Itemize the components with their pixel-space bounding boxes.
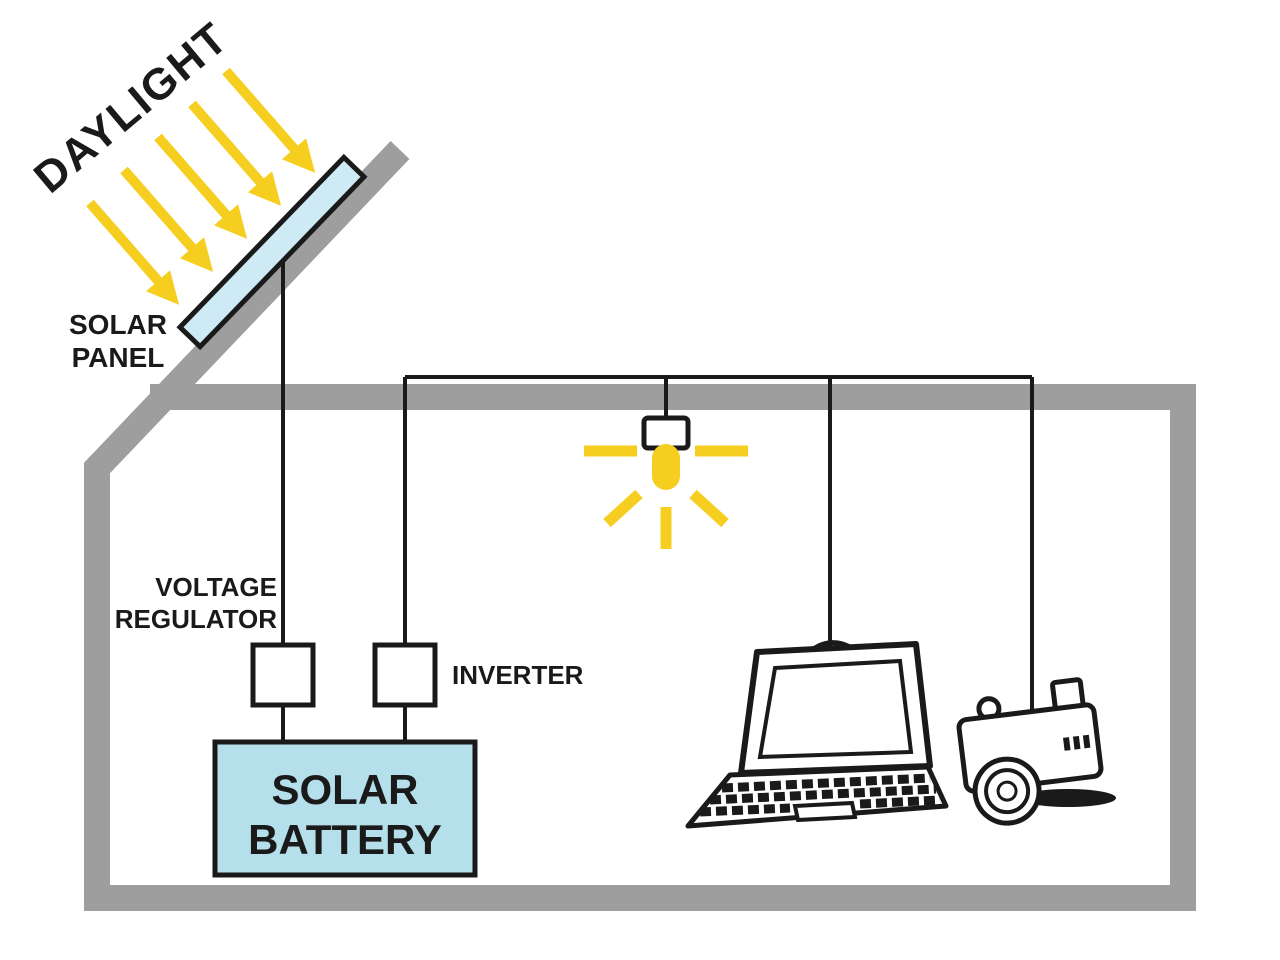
- svg-text:PANEL: PANEL: [72, 342, 165, 373]
- house-frame: [84, 141, 1196, 911]
- light-bulb: [584, 415, 748, 549]
- solar-panel-label: SOLAR PANEL: [69, 309, 167, 373]
- sun-arrow: [86, 199, 180, 305]
- bulb-socket: [641, 415, 691, 451]
- svg-text:SOLAR: SOLAR: [69, 309, 167, 340]
- camera-shadow: [1020, 789, 1116, 807]
- daylight-arrows: [86, 67, 316, 305]
- inverter-box: [372, 642, 438, 708]
- svg-text:VOLTAGE: VOLTAGE: [155, 572, 277, 602]
- sun-arrow: [120, 166, 214, 272]
- solar-battery-box: [212, 739, 478, 878]
- laptop-screen-inner: [757, 658, 914, 760]
- laptop-hinge-bump: [810, 640, 852, 653]
- voltage-regulator-box: [250, 642, 316, 708]
- sun-arrow: [154, 133, 248, 239]
- voltage-regulator-label: VOLTAGE REGULATOR: [115, 572, 277, 634]
- camera-lens-mid: [984, 768, 1031, 815]
- svg-text:SOLAR: SOLAR: [272, 766, 419, 813]
- bulb-rays: [584, 445, 748, 549]
- inverter-label: INVERTER: [452, 660, 584, 690]
- bulb-glass: [652, 444, 680, 490]
- svg-text:BATTERY: BATTERY: [248, 816, 442, 863]
- camera-lens-center: [996, 780, 1018, 802]
- laptop: [685, 640, 949, 829]
- laptop-trackpad: [792, 800, 858, 823]
- camera: [956, 677, 1104, 826]
- laptop-key-rows: [699, 773, 941, 817]
- sun-arrow: [222, 67, 316, 173]
- svg-text:REGULATOR: REGULATOR: [115, 604, 277, 634]
- camera-label-marks: [1063, 734, 1091, 751]
- sun-arrow: [188, 100, 282, 206]
- wires: [281, 250, 1034, 745]
- solar-panel: [176, 153, 368, 351]
- solar-battery-label: SOLAR BATTERY: [248, 766, 442, 863]
